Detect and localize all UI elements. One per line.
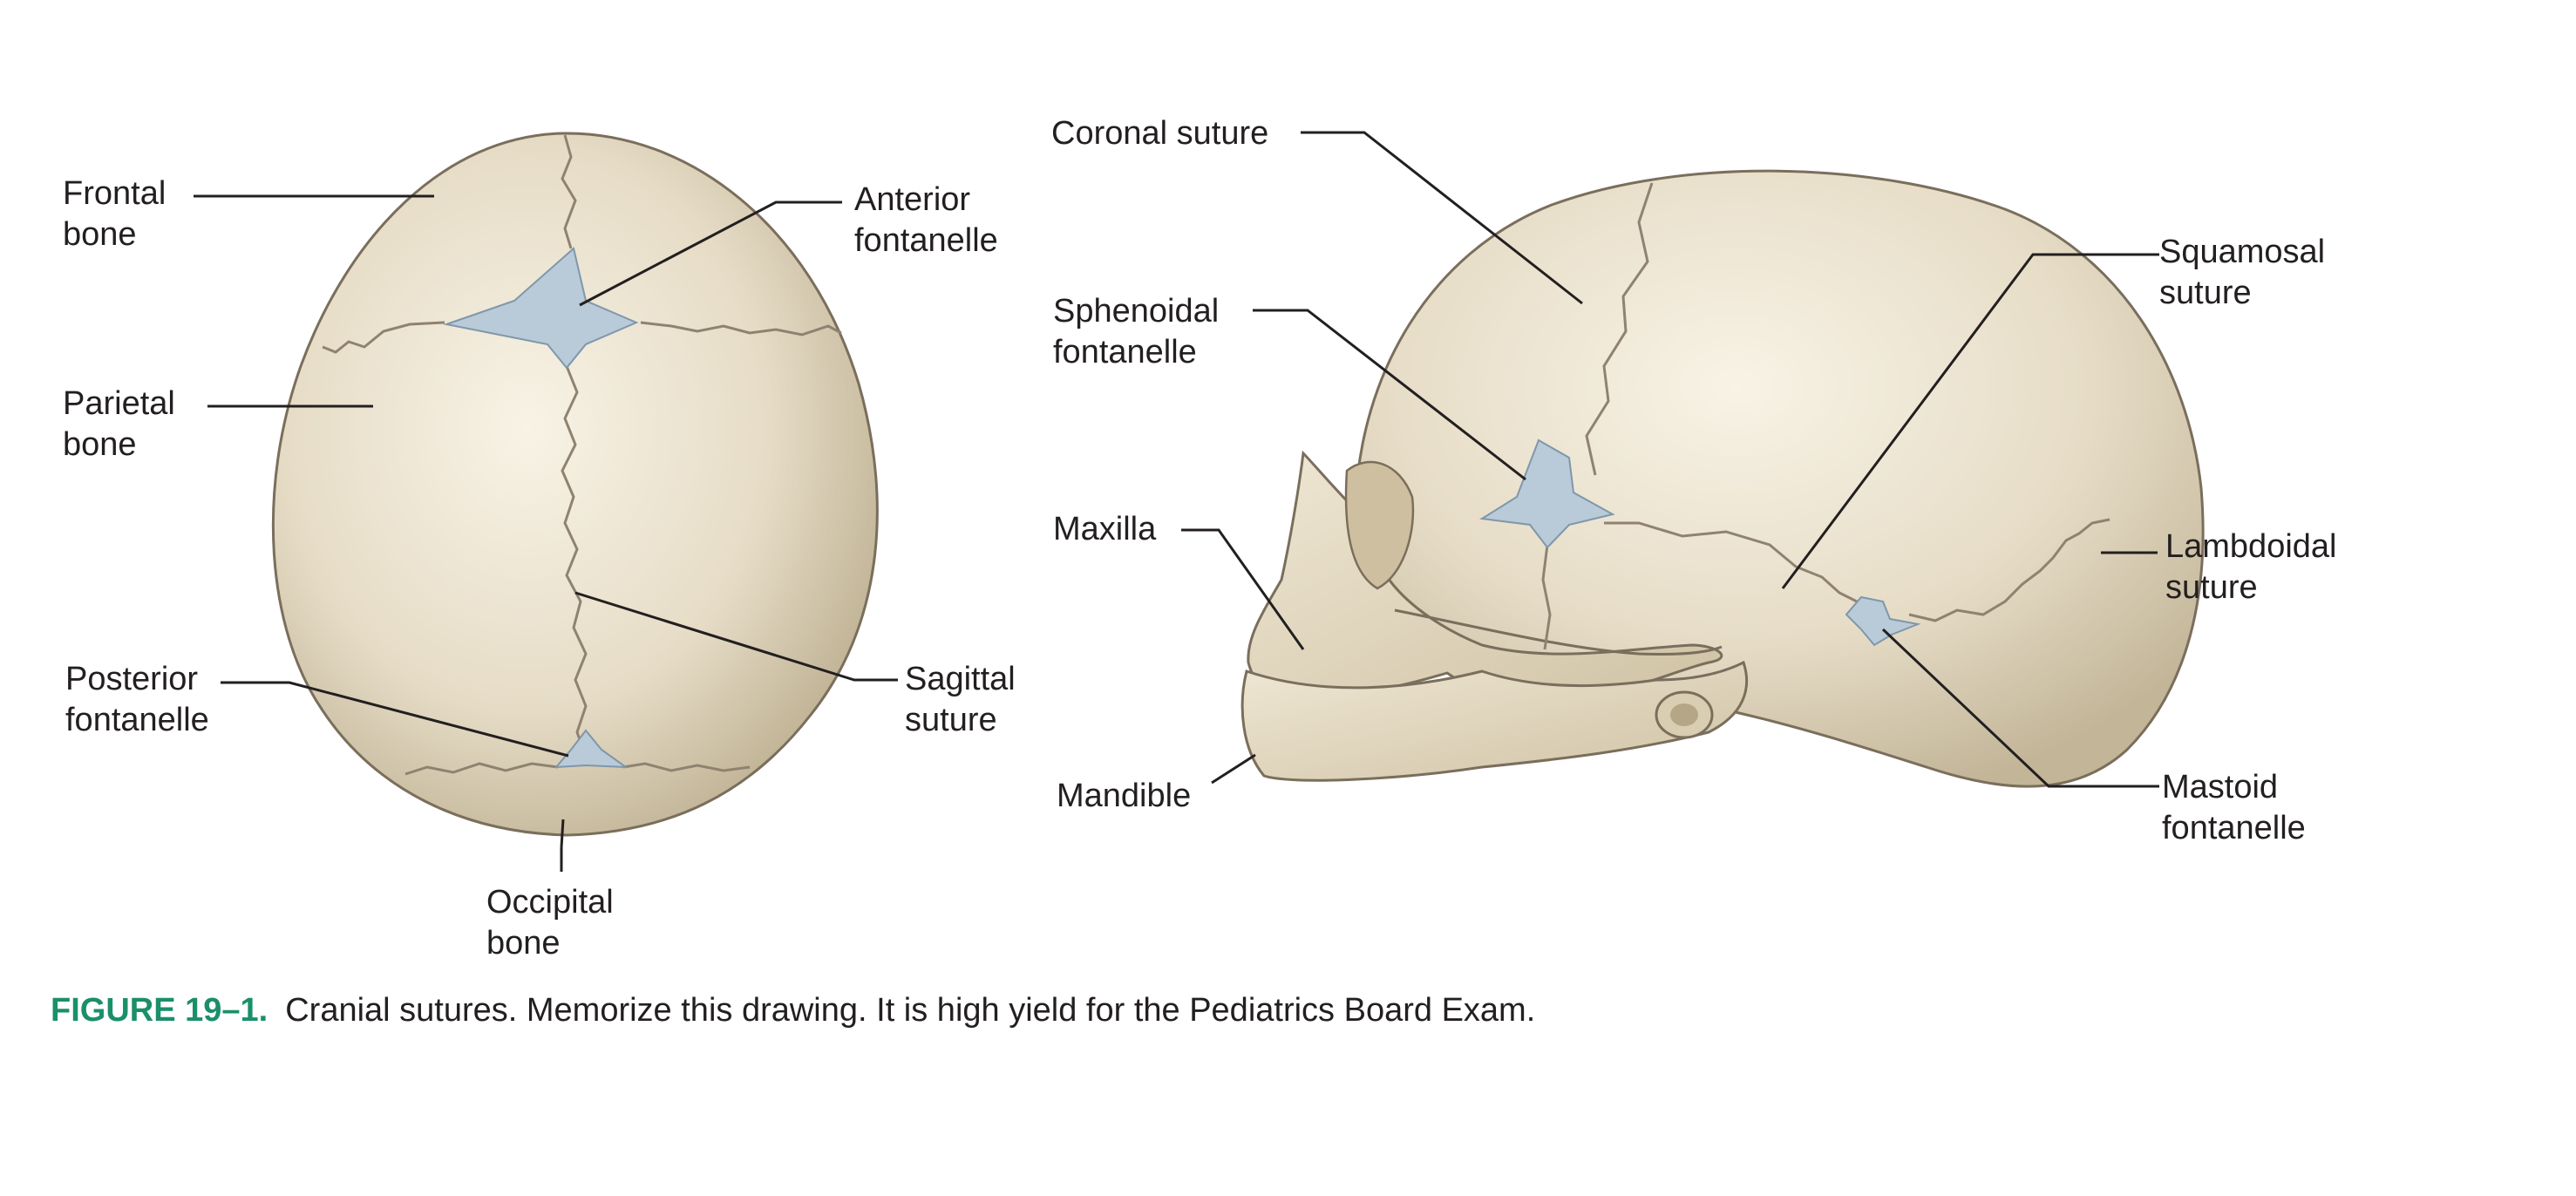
label-squamosal-suture-line1: Squamosal (2159, 232, 2325, 273)
label-mastoid-fontanelle-line2: fontanelle (2162, 808, 2306, 849)
label-mandible: Mandible (1057, 776, 1191, 817)
label-posterior-fontanelle-line1: Posterior (65, 659, 209, 700)
figure-caption: FIGURE 19–1. Cranial sutures. Memorize th… (51, 992, 1535, 1030)
figure-number: FIGURE 19–1. (51, 992, 268, 1029)
label-sagittal-suture: Sagittal suture (905, 659, 1016, 741)
label-sphenoidal-fontanelle-line1: Sphenoidal (1053, 291, 1219, 332)
label-frontal-bone-line2: bone (63, 214, 166, 255)
label-sagittal-suture-line2: suture (905, 700, 1016, 741)
label-coronal-suture-line1: Coronal suture (1051, 113, 1268, 154)
label-parietal-bone-line2: bone (63, 425, 175, 465)
top-occipital-notch (561, 819, 563, 847)
label-mastoid-fontanelle: Mastoid fontanelle (2162, 767, 2306, 849)
label-posterior-fontanelle: Posterior fontanelle (65, 659, 209, 741)
label-maxilla: Maxilla (1053, 509, 1156, 550)
label-occipital-bone-line1: Occipital (486, 882, 614, 923)
top-view-skull (273, 133, 877, 847)
label-anterior-fontanelle: Anterior fontanelle (854, 180, 998, 262)
label-anterior-fontanelle-line1: Anterior (854, 180, 998, 221)
label-lambdoidal-suture-line1: Lambdoidal (2165, 527, 2336, 567)
label-mastoid-fontanelle-line1: Mastoid (2162, 767, 2306, 808)
label-squamosal-suture: Squamosal suture (2159, 232, 2325, 314)
label-occipital-bone: Occipital bone (486, 882, 614, 964)
label-sphenoidal-fontanelle-line2: fontanelle (1053, 332, 1219, 373)
top-skull-outline (273, 133, 877, 835)
label-posterior-fontanelle-line2: fontanelle (65, 700, 209, 741)
label-parietal-bone-line1: Parietal (63, 384, 175, 425)
label-parietal-bone: Parietal bone (63, 384, 175, 465)
label-occipital-bone-line2: bone (486, 923, 614, 964)
figure-caption-text: Cranial sutures. Memorize this drawing. … (285, 992, 1535, 1029)
label-mandible-line1: Mandible (1057, 776, 1191, 817)
label-squamosal-suture-line2: suture (2159, 273, 2325, 314)
label-lambdoidal-suture-line2: suture (2165, 567, 2336, 608)
label-sagittal-suture-line1: Sagittal (905, 659, 1016, 700)
label-coronal-suture: Coronal suture (1051, 113, 1268, 154)
leader-mandible (1212, 755, 1255, 783)
side-ear-canal-inner (1670, 703, 1698, 726)
label-anterior-fontanelle-line2: fontanelle (854, 221, 998, 262)
label-lambdoidal-suture: Lambdoidal suture (2165, 527, 2336, 608)
label-maxilla-line1: Maxilla (1053, 509, 1156, 550)
side-view-skull (1242, 171, 2203, 786)
label-sphenoidal-fontanelle: Sphenoidal fontanelle (1053, 291, 1219, 373)
label-frontal-bone: Frontal bone (63, 173, 166, 255)
label-frontal-bone-line1: Frontal (63, 173, 166, 214)
